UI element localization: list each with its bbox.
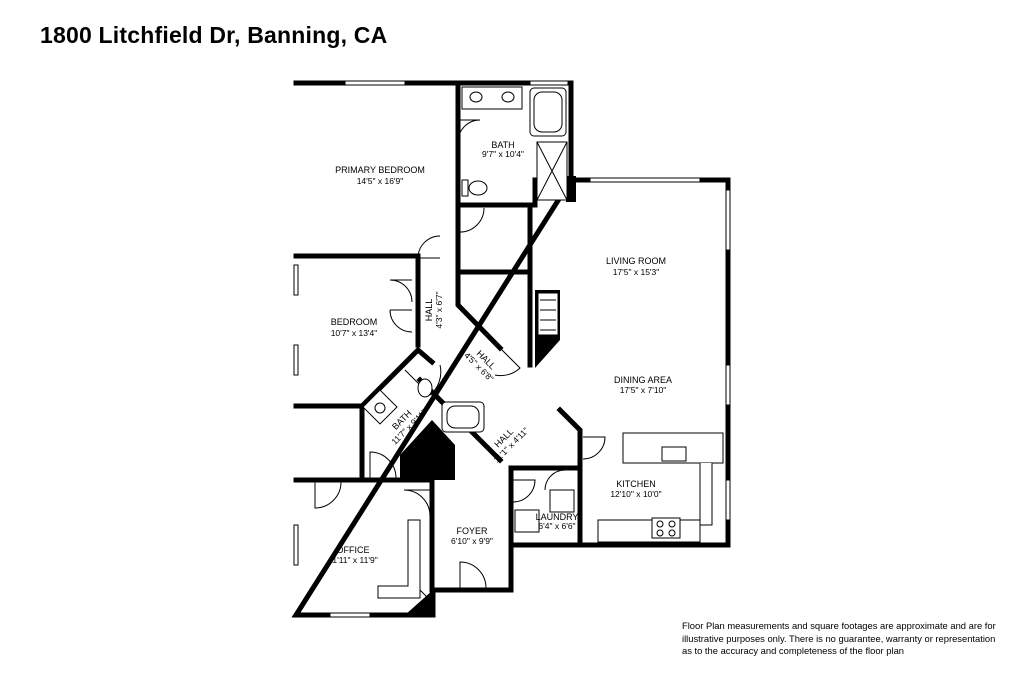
room-dimensions: 14'5" x 16'9" [357,176,404,186]
room-name: HALL [424,299,434,322]
room-dimensions: 11'11" x 11'9" [328,555,377,565]
disclaimer-line: illustrative purposes only. There is no … [682,632,996,644]
room-dimensions: 12'10" x 10'0" [610,489,661,499]
stove-icon [651,517,681,539]
shower-icon [536,141,568,201]
disclaimer-line: Floor Plan measurements and square foota… [682,620,996,631]
burner-icon [668,520,676,528]
window-icon [725,479,731,521]
room-name: LAUNDRY [536,512,579,522]
room-dimensions: 6'4" x 6'6" [538,521,575,531]
closet-mass [400,420,455,480]
window-icon [725,189,731,251]
wall-stub [566,176,576,202]
window-icon [293,524,299,566]
room-dimensions: 6'10" x 9'9" [451,536,493,546]
burner-icon [656,529,664,537]
interior-wall [455,269,504,352]
fireplace-icon [537,292,559,336]
window-icon [329,612,371,618]
room-dimensions: 10'7" x 13'4" [331,328,378,338]
toilet-icon [417,378,433,398]
room-name: KITCHEN [616,479,656,489]
bathtub-icon [446,405,480,429]
window-icon [293,344,299,376]
sink-icon [501,91,515,103]
toilet-icon [461,179,469,197]
door-icon [459,207,485,233]
room-dimensions: 17'5" x 15'3" [613,267,660,277]
door-icon [417,235,441,259]
washer-icon [514,509,540,533]
room-name: LIVING ROOM [606,256,666,266]
door-icon [459,561,487,589]
interior-wall [508,406,583,471]
door-icon [544,469,566,491]
window-icon [589,177,701,183]
door-icon [403,489,431,517]
room-name: OFFICE [337,545,370,555]
desk-icon [377,519,421,599]
bathtub-icon [533,91,563,133]
kitchen-counter-icon [597,519,701,543]
room-dimensions: 17'5" x 7'10" [620,385,667,395]
kitchen-counter-icon [699,463,713,526]
room-name: FOYER [456,526,488,536]
door-icon [389,279,413,303]
windows [293,80,731,618]
door-icon [457,119,481,143]
door-icon [390,279,412,311]
window-icon [529,80,569,86]
room-name: DINING AREA [614,375,672,385]
disclaimer-line: as to the accuracy and completeness of t… [682,645,905,656]
door-icon [512,479,536,503]
window-icon [344,80,406,86]
doors [314,119,606,589]
door-icon [389,309,413,333]
burner-icon [656,520,664,528]
page-title: 1800 Litchfield Dr, Banning, CA [40,22,388,48]
interior-wall [358,346,436,410]
door-icon [314,481,342,509]
room-dimensions: 4'3" x 6'7" [434,291,444,328]
disclaimer-text: Floor Plan measurements and square foota… [682,620,1018,658]
sink-icon [661,446,687,462]
interior-wall [293,403,365,483]
burner-icon [668,529,676,537]
door-icon [582,436,606,460]
room-name: BATH [491,140,514,150]
door-icon [494,347,521,377]
room-dimensions: 9'7" x 10'4" [482,149,524,159]
window-icon [293,264,299,296]
fixtures [362,86,724,604]
door-icon [369,451,397,479]
window-icon [725,364,731,406]
room-name: PRIMARY BEDROOM [335,165,425,175]
dryer-icon [549,489,575,513]
sink-icon [469,91,483,103]
toilet-icon [468,180,488,196]
room-name: BEDROOM [331,317,378,327]
closet-icon [419,589,434,604]
sink-icon [374,402,386,414]
